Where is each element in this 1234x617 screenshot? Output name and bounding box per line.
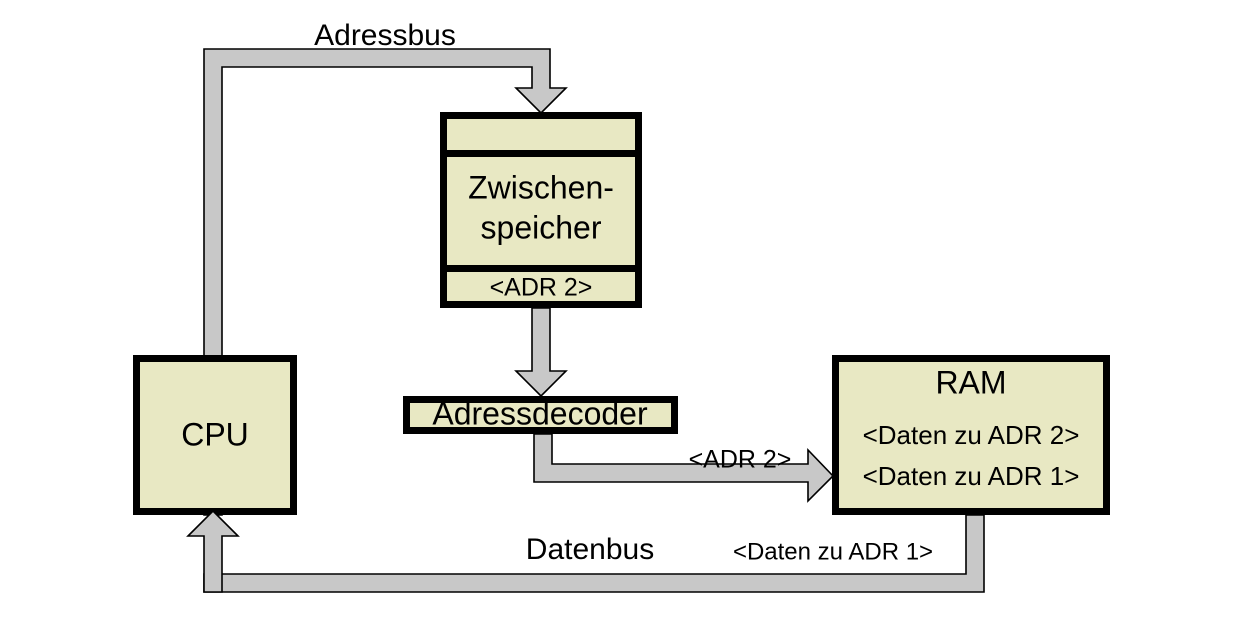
ram-title: RAM [935, 364, 1006, 400]
ram-box-border [832, 355, 1110, 515]
adressdecoder-to-ram-connector: <ADR 2> [533, 433, 835, 503]
zwischenspeicher-bottom-compartment-label: <ADR 2> [490, 274, 593, 302]
ram-box-fill [832, 355, 1110, 515]
cpu-box-fill [133, 355, 297, 515]
cpu-box-border [133, 355, 297, 515]
zwischenspeicher-label-line1: Zwischen- [468, 169, 614, 205]
datenbus-payload-label: <Daten zu ADR 1> [733, 538, 933, 565]
adressdecoder-to-ram-label: <ADR 2> [689, 446, 792, 474]
zwischenspeicher-box-border [440, 112, 642, 308]
adressdecoder-to-ram-path [533, 433, 835, 503]
zwischenspeicher-to-adressdecoder-path [514, 307, 568, 398]
datenbus-connector [186, 509, 985, 593]
adressdecoder-label: Adressdecoder [432, 395, 648, 431]
zwischenspeicher-node[interactable]: Zwischen- speicher <ADR 2> [440, 112, 642, 308]
datenbus-arrowhead-path [186, 509, 240, 593]
adressbus-path [203, 48, 568, 516]
adressdecoder-node[interactable]: Adressdecoder [403, 395, 678, 434]
ram-line-1: <Daten zu ADR 2> [863, 420, 1080, 450]
adressbus-connector [203, 48, 568, 516]
datenbus-label: Datenbus [526, 533, 654, 566]
cpu-node[interactable]: CPU [133, 355, 297, 515]
zwischenspeicher-label-line2: speicher [481, 209, 602, 245]
ram-line-2: <Daten zu ADR 1> [863, 461, 1080, 491]
zwischenspeicher-box-fill [440, 112, 642, 308]
cpu-label: CPU [181, 416, 249, 452]
adressdecoder-box-border [403, 396, 678, 434]
adressbus-label: Adressbus [314, 19, 456, 52]
zwischenspeicher-to-adressdecoder-connector [514, 307, 568, 398]
ram-node[interactable]: RAM <Daten zu ADR 2> <Daten zu ADR 1> [832, 355, 1110, 515]
